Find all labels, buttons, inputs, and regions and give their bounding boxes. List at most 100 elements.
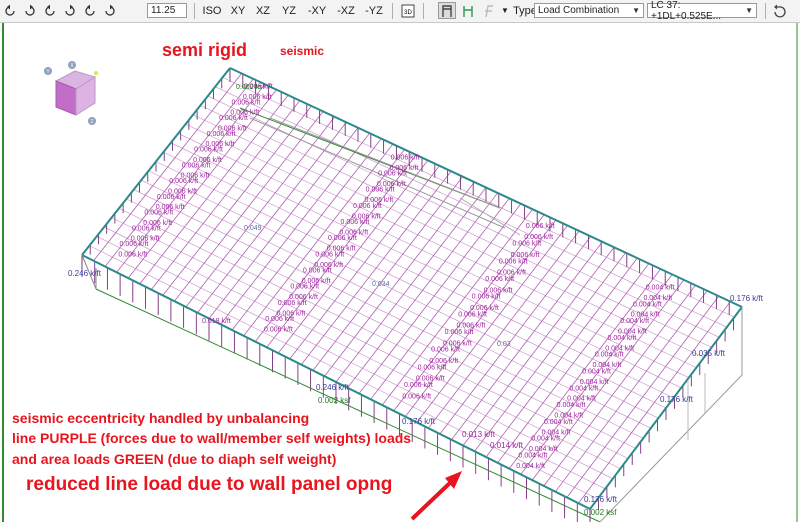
- load-label: 0.006 k/ft: [352, 213, 381, 220]
- load-label: 0.006 k/ft: [431, 347, 460, 354]
- roof-edge-right: [589, 306, 743, 510]
- load-label: 0.034: [372, 281, 390, 288]
- load-label: 0.006 k/ft: [499, 258, 528, 265]
- load-label: 0.006 k/ft: [277, 310, 306, 317]
- roof-edge-front: [81, 254, 591, 510]
- load-label: 0.006 k/ft: [390, 165, 419, 172]
- rotate-z-ccw-button[interactable]: [82, 2, 98, 19]
- load-label: 0.006 k/ft: [302, 278, 331, 285]
- load-label: 0.006 k/ft: [366, 187, 395, 194]
- roof-edge-left: [81, 67, 231, 256]
- load-label: 0.014 k/ft: [490, 441, 524, 450]
- load-label: 0.006 k/ft: [303, 267, 332, 274]
- load-label: 0.004 k/ft: [580, 379, 609, 386]
- load-label: 0.006 k/ft: [443, 340, 472, 347]
- mesh-line: [104, 226, 613, 479]
- view-xy-button[interactable]: XY: [230, 4, 246, 17]
- load-label: 0.004 k/ft: [595, 352, 624, 359]
- load-case-select[interactable]: LC 37: +1DL+0.525E...▼: [647, 0, 757, 22]
- separator: [423, 3, 424, 19]
- view-neg-xz-button[interactable]: -XZ: [337, 4, 355, 17]
- separator: [765, 3, 766, 19]
- mesh-line: [222, 77, 735, 318]
- load-label: 0.004 k/ft: [620, 318, 649, 325]
- plot-disabled-button[interactable]: [480, 2, 496, 19]
- orientation-cube-icon[interactable]: Y X Z: [44, 61, 98, 125]
- rotate-left-icon: [85, 4, 95, 16]
- load-type-select[interactable]: Load Combination ▼: [534, 3, 644, 18]
- opening-line: [249, 117, 506, 229]
- load-label: 0.006 k/ft: [132, 225, 161, 232]
- load-label: 0.006 k/ft: [457, 323, 486, 330]
- load-label: 0.006 k/ft: [207, 131, 236, 138]
- rotation-angle-input[interactable]: 11.25: [147, 3, 187, 18]
- rotate-x-cw-button[interactable]: [22, 2, 38, 19]
- mesh-line: [200, 105, 712, 348]
- load-label: 0.035 k/ft: [692, 349, 726, 358]
- load-label: 0.006 k/ft: [497, 270, 526, 277]
- undo-view-button[interactable]: [770, 2, 788, 19]
- view-neg-xy-button[interactable]: -XY: [307, 4, 327, 17]
- load-label: 0.006 k/ft: [243, 94, 272, 101]
- load-label: 0.006 k/ft: [181, 173, 210, 180]
- undo-arrow-icon: [774, 4, 786, 17]
- plot-member-button[interactable]: [438, 2, 456, 19]
- view-iso-button[interactable]: ISO: [202, 4, 222, 17]
- plate-frame-icon: [463, 5, 473, 17]
- load-label: 0.004 k/ft: [605, 345, 634, 352]
- svg-text:3D: 3D: [404, 10, 412, 16]
- model-edges: [81, 67, 743, 523]
- rotate-x-ccw-button[interactable]: [2, 2, 18, 19]
- render-3d-button[interactable]: 3D: [399, 2, 417, 19]
- load-label: 0.006 k/ft: [485, 276, 514, 283]
- view-xz-button[interactable]: XZ: [255, 4, 271, 17]
- load-label: 0.006 k/ft: [378, 171, 407, 178]
- svg-text:X: X: [70, 63, 74, 69]
- plot-plate-button[interactable]: [460, 2, 476, 19]
- load-label: 0.006 k/ft: [418, 364, 447, 371]
- view-yz-button[interactable]: YZ: [281, 4, 297, 17]
- rotate-right-icon: [65, 4, 75, 16]
- rotate-z-cw-button[interactable]: [102, 2, 118, 19]
- mesh-line: [178, 133, 689, 378]
- mesh-line: [96, 236, 606, 490]
- load-label: 0.03: [497, 341, 511, 348]
- rotate-right-icon: [105, 4, 115, 16]
- load-label: 0.006 k/ft: [118, 251, 147, 258]
- load-label: 0.006 k/ft: [315, 251, 344, 258]
- chevron-down-icon: ▼: [632, 6, 640, 15]
- load-label: 0.006 k/ft: [429, 358, 458, 365]
- load-type-value: Load Combination: [538, 5, 620, 16]
- load-label: 0.004 k/ft: [567, 396, 596, 403]
- mesh-line: [185, 123, 697, 368]
- mesh-line: [170, 142, 682, 389]
- annotation-note-line2: line PURPLE (forces due to wall/member s…: [12, 430, 411, 446]
- load-label: 0.006 k/ft: [264, 327, 293, 334]
- cube-3d-icon: 3D: [401, 4, 415, 17]
- load-label: 0.176 k/ft: [584, 495, 618, 504]
- load-label: 0.006 k/ft: [472, 294, 501, 301]
- svg-text:Y: Y: [46, 69, 50, 75]
- annotation-note-line3: and area loads GREEN (due to diaph self …: [12, 451, 336, 467]
- load-label: 0.004 k/ft: [516, 463, 545, 470]
- load-label: 0.006 k/ft: [445, 329, 474, 336]
- load-label: 0.176 k/ft: [730, 294, 764, 303]
- mesh-line: [148, 170, 659, 419]
- load-label: 0.004 k/ft: [633, 301, 662, 308]
- rotate-y-ccw-button[interactable]: [42, 2, 58, 19]
- load-label: 0.006 k/ft: [289, 294, 318, 301]
- load-label: 0.006 k/ft: [524, 234, 553, 241]
- load-arrows: [81, 68, 743, 527]
- load-label: 0.006 k/ft: [402, 393, 431, 400]
- view-neg-yz-button[interactable]: -YZ: [365, 4, 383, 17]
- type-dropdown-arrow[interactable]: ▼: [500, 2, 510, 19]
- load-label: 0.006 k/ft: [182, 162, 211, 169]
- disabled-frame-icon: [485, 4, 493, 17]
- structure-3d-view[interactable]: Y X Z 0.006 k/ft0.006 k/ft0.006 k/ft0.00…: [0, 23, 800, 527]
- load-label: 0.004 k/ft: [643, 295, 672, 302]
- load-label: 0.006 k/ft: [230, 110, 259, 117]
- rotate-y-cw-button[interactable]: [62, 2, 78, 19]
- mesh-line: [155, 161, 667, 409]
- load-label: 0.002 ksf: [236, 84, 264, 91]
